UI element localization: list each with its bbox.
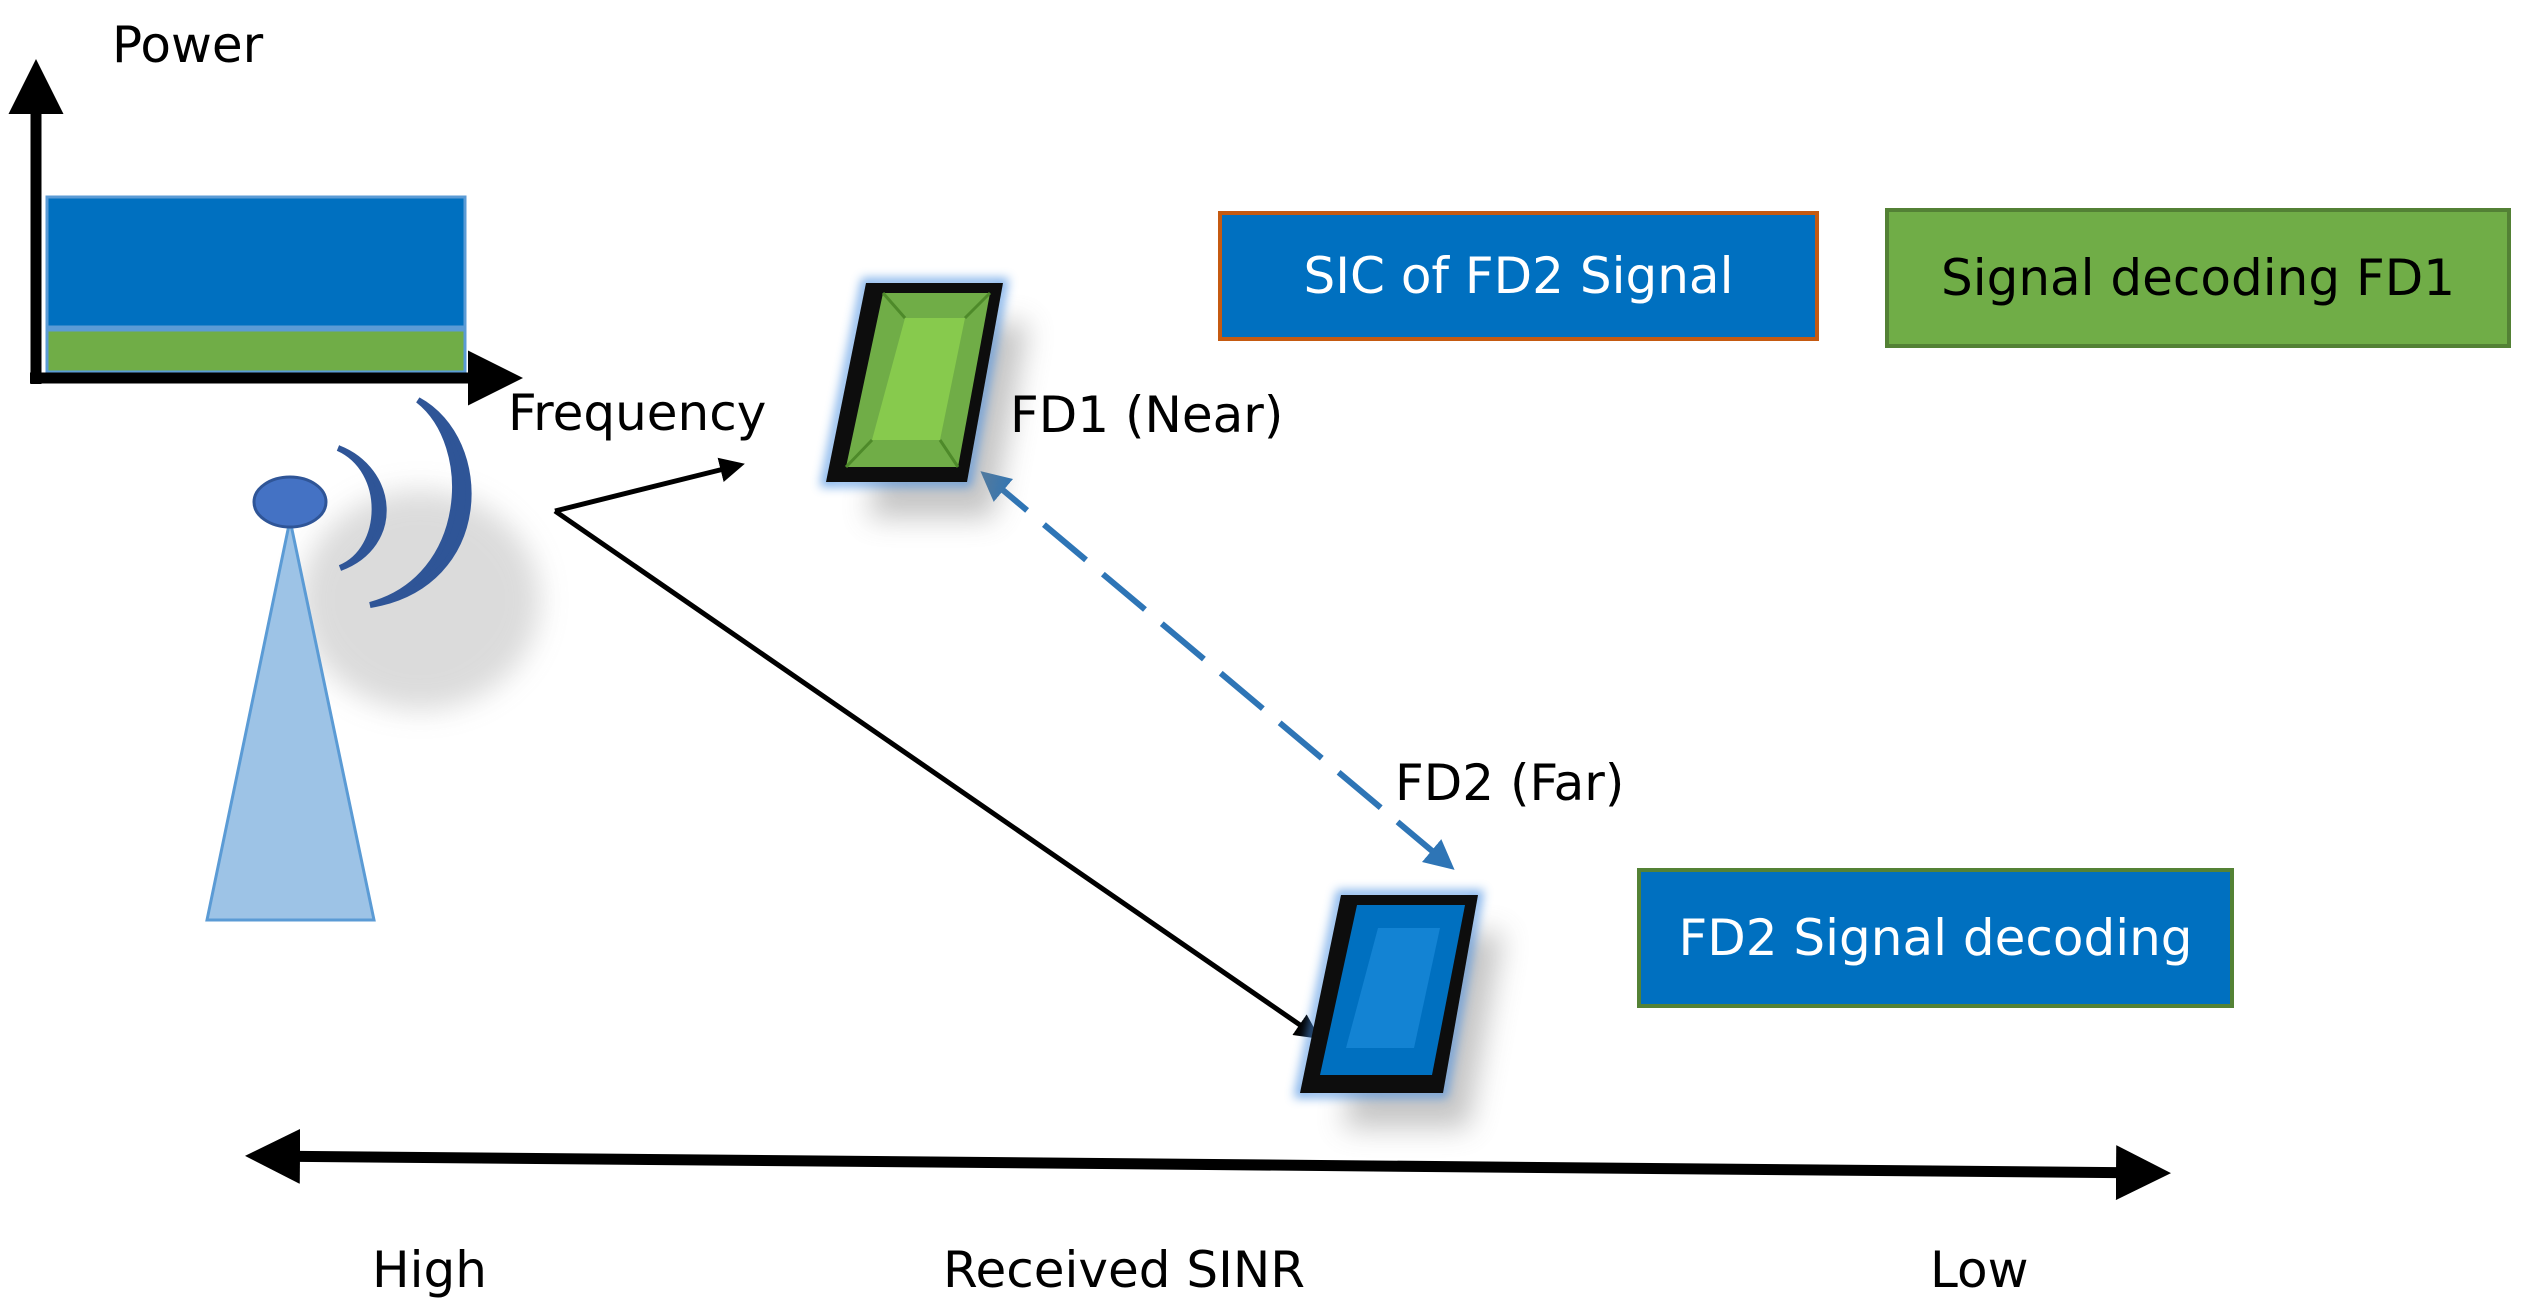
power-bar-high — [45, 195, 467, 329]
tower-node — [252, 475, 328, 529]
fd1-device — [819, 278, 1028, 518]
sinr-high-label: High — [372, 1241, 487, 1299]
signal-wave-inner-icon — [336, 445, 387, 571]
power-axis-label: Power — [112, 16, 264, 74]
power-frequency-chart — [8, 59, 523, 406]
signal-wave-outer-icon — [369, 397, 472, 608]
tower-mast — [205, 519, 376, 922]
fd1-screen-inner — [872, 318, 965, 440]
sinr-axis — [245, 1128, 2171, 1201]
sinr-low-label: Low — [1930, 1241, 2029, 1299]
fd2-signal-decoding-box: FD2 Signal decoding — [1637, 868, 2234, 1008]
fd1-fd2-dashed-link — [980, 471, 1455, 870]
frequency-axis-label: Frequency — [508, 384, 767, 442]
link-to-fd1 — [554, 457, 745, 514]
fd1-signal-decoding-box: Signal decoding FD1 — [1885, 208, 2511, 348]
fd1-screen-bevel — [844, 291, 992, 469]
tower-shadow — [300, 490, 540, 710]
fd1-near-label: FD1 (Near) — [1010, 386, 1284, 444]
sic-fd2-signal-box: SIC of FD2 Signal — [1218, 211, 1819, 341]
sinr-axis-title: Received SINR — [943, 1241, 1306, 1299]
power-bar-low — [45, 328, 467, 374]
link-to-fd2 — [553, 508, 1321, 1039]
fd2-screen-inner — [1346, 928, 1440, 1048]
fd2-device — [1293, 890, 1503, 1128]
fd2-far-label: FD2 (Far) — [1395, 754, 1625, 812]
base-station — [205, 397, 540, 922]
